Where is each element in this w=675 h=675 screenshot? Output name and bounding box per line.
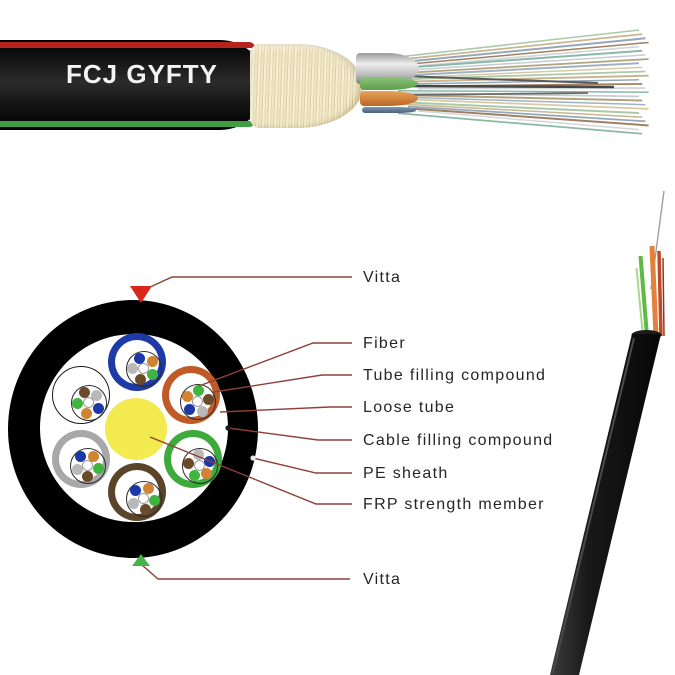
fiber-dot [197, 405, 209, 417]
aramid-yarn-brush [250, 44, 363, 128]
fiber-dot [127, 363, 138, 375]
stripped-cable-sheath [0, 40, 266, 130]
label-loose-tube: Loose tube [363, 399, 456, 416]
label-frp-strength-member: FRP strength member [363, 496, 545, 513]
fiber-dot [91, 389, 103, 401]
fiber-dot [192, 449, 204, 461]
loose-tube-4 [52, 430, 110, 488]
loose-tube-stub-green [360, 77, 418, 90]
fiber-dot [80, 407, 92, 419]
fiber-dot [92, 402, 104, 414]
loose-tube-3 [108, 463, 166, 521]
fiber-dot [134, 352, 146, 364]
fiber-dot-center [82, 460, 93, 471]
pe-sheath-marker-dot [250, 455, 256, 461]
fiber-dot [146, 356, 158, 368]
red-vitta-stripe [0, 42, 256, 48]
fiber-dot [71, 463, 83, 475]
loose-tube-5 [52, 366, 110, 424]
loose-tube-2 [164, 430, 222, 488]
fiber-dot [142, 483, 154, 495]
fiber-dot [128, 498, 140, 510]
loose-tube-stub-orange [360, 91, 418, 106]
label-vitta-bottom: Vitta [363, 571, 402, 588]
frp-strength-member-center [105, 398, 167, 460]
fiber-dot [134, 373, 146, 385]
fiber-dot [183, 457, 195, 469]
loose-tube-0 [108, 333, 166, 391]
green-vitta-stripe [0, 121, 256, 127]
fiber-dot-center [83, 397, 94, 408]
label-cable-filling-compound: Cable filling compound [363, 432, 554, 449]
loose-tube-1 [162, 366, 220, 424]
label-fiber: Fiber [363, 335, 406, 352]
fiber-dot [182, 391, 194, 403]
fiber-dot [147, 369, 159, 381]
fiber-dot [193, 385, 205, 397]
fiber-dot [139, 503, 151, 515]
fiber-dot [130, 485, 142, 497]
fiber-dot [78, 386, 90, 398]
label-vitta-top: Vitta [363, 269, 402, 286]
loose-tube-stub-blue [362, 107, 416, 113]
fiber-dot [88, 450, 100, 462]
cable-filling-marker-dot [225, 425, 231, 431]
fiber-dot-center [192, 396, 203, 407]
fiber-dot-center [138, 363, 149, 374]
top-vitta-triangle-marker [130, 286, 152, 303]
cable-print-label: FCJ GYFTY [65, 59, 218, 89]
label-tube-filling-compound: Tube filling compound [363, 367, 547, 384]
fiber-dot [82, 470, 94, 482]
fiber-dot [92, 463, 104, 475]
fiber-dot-center [194, 460, 205, 471]
fiber-dot [188, 469, 200, 481]
fiber-dot-center [138, 493, 149, 504]
fiber-dot [75, 451, 87, 463]
fiber-dot [184, 404, 196, 416]
fiber-dot [148, 494, 160, 506]
fiber-dot [72, 398, 84, 410]
fiber-fan [397, 29, 649, 135]
label-pe-sheath: PE sheath [363, 465, 449, 482]
bottom-vitta-triangle-marker [132, 554, 150, 566]
fiber-dot [201, 468, 213, 480]
fiber-dot [202, 393, 214, 405]
